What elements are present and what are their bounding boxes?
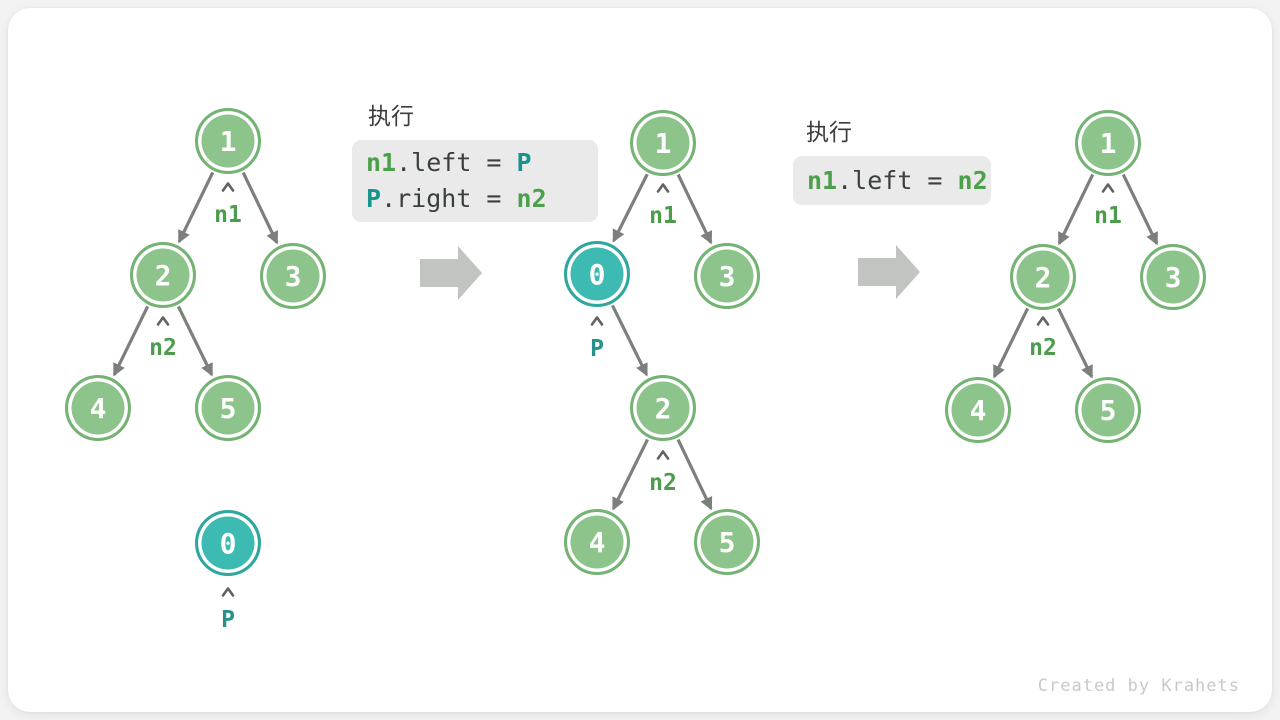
code-token: n2	[957, 165, 988, 195]
code-line: n1.left = P	[366, 145, 598, 181]
edge-tree-before-2-5	[176, 305, 214, 377]
tree-node-3-tree-before: 3	[260, 243, 326, 309]
pointer-caret-n1-tree-after	[1101, 183, 1115, 193]
edge-tree-before-2-4	[112, 305, 150, 377]
pointer-caret-n2-tree-before	[156, 316, 170, 326]
pointer-caret-P-tree-before	[221, 587, 235, 597]
tree-node-1-tree-before: 1	[195, 108, 261, 174]
tree-node-1-tree-after: 1	[1075, 110, 1141, 176]
code-token: n1	[807, 165, 838, 195]
code-block-title-2: 执行	[806, 119, 852, 145]
pointer-caret-n2-tree-during	[656, 450, 670, 460]
edge-tree-after-2-5	[1056, 307, 1094, 379]
code-token: P	[366, 184, 382, 213]
edge-tree-before-1-2	[177, 171, 215, 244]
tree-node-4-tree-during: 4	[564, 509, 630, 575]
transition-arrow-1	[420, 246, 482, 300]
tree-node-0-tree-during: 0	[564, 241, 630, 307]
tree-node-1-tree-during: 1	[630, 110, 696, 176]
pointer-label-n2-tree-before: n2	[149, 335, 177, 361]
transition-arrow-2	[858, 245, 920, 299]
tree-node-2-tree-after: 2	[1010, 244, 1076, 310]
pointer-caret-n1-tree-before	[221, 182, 235, 192]
tree-node-5-tree-during: 5	[694, 509, 760, 575]
code-token: .left =	[837, 165, 958, 195]
tree-node-4-tree-after: 4	[945, 377, 1011, 443]
credit-text: Created by Krahets	[1037, 676, 1240, 696]
tree-node-2-tree-during: 2	[630, 375, 696, 441]
edge-tree-during-1-3	[676, 173, 713, 245]
code-token: .left =	[396, 148, 517, 177]
pointer-caret-P-tree-during	[590, 316, 604, 326]
pointer-label-n1-tree-during: n1	[649, 203, 677, 229]
pointer-label-n1-tree-before: n1	[214, 202, 242, 228]
pointer-caret-n1-tree-during	[656, 183, 670, 193]
pointer-label-P-tree-before: P	[221, 607, 235, 633]
tree-node-5-tree-before: 5	[195, 375, 261, 441]
edges-group	[112, 171, 1159, 597]
tree-node-3-tree-during: 3	[694, 243, 760, 309]
pointer-caret-n2-tree-after	[1036, 316, 1050, 326]
edge-tree-during-2-4	[611, 438, 649, 511]
edge-tree-before-1-3	[241, 171, 279, 245]
edge-tree-during-2-5	[676, 438, 713, 511]
tree-node-5-tree-after: 5	[1075, 377, 1141, 443]
code-block-title-1: 执行	[368, 103, 414, 129]
pointer-label-P-tree-during: P	[590, 336, 604, 362]
code-token: n2	[516, 184, 547, 213]
pointer-label-n2-tree-during: n2	[649, 470, 677, 496]
tree-node-0-tree-before: 0	[195, 510, 261, 576]
code-block-2: n1.left = n2	[793, 156, 991, 205]
edge-tree-during-0-2	[611, 304, 649, 377]
pointer-label-n1-tree-after: n1	[1094, 203, 1122, 229]
code-token: n1	[366, 148, 397, 177]
pointer-label-n2-tree-after: n2	[1029, 335, 1057, 361]
edge-tree-during-1-0	[612, 173, 649, 243]
tree-node-3-tree-after: 3	[1140, 244, 1206, 310]
edge-tree-after-1-3	[1121, 173, 1159, 246]
tree-node-2-tree-before: 2	[130, 242, 196, 308]
code-token: .right =	[381, 184, 517, 213]
tree-node-4-tree-before: 4	[65, 375, 131, 441]
code-token: P	[516, 148, 532, 177]
edge-tree-after-2-4	[992, 307, 1030, 379]
code-line: n1.left = n2	[807, 163, 991, 199]
code-line: P.right = n2	[366, 181, 598, 217]
edge-tree-after-1-2	[1057, 173, 1095, 246]
